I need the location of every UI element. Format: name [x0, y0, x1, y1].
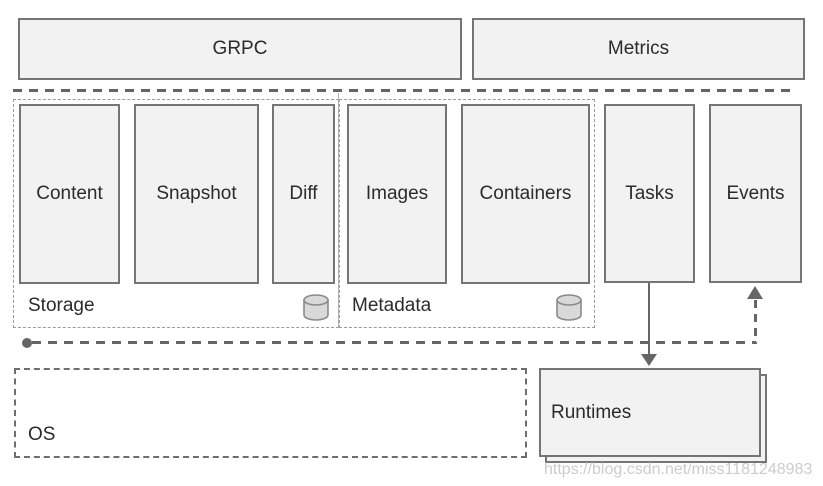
metrics-box: Metrics	[472, 18, 805, 80]
metadata-group-label: Metadata	[352, 295, 432, 316]
storage-metadata-divider-line	[338, 93, 339, 328]
os-label: OS	[28, 424, 56, 445]
api-boundary-dashed-line	[13, 89, 795, 92]
images-label: Images	[365, 183, 429, 204]
diff-label: Diff	[289, 183, 318, 204]
metadata-database-icon	[556, 294, 582, 321]
tasks-to-runtimes-line	[648, 283, 650, 356]
events-label: Events	[726, 182, 785, 204]
containers-box: Containers	[461, 104, 590, 284]
events-box: Events	[709, 104, 802, 283]
metrics-label: Metrics	[607, 38, 670, 59]
grpc-label: GRPC	[212, 38, 268, 59]
watermark-text: https://blog.csdn.net/miss1181248983	[544, 461, 813, 478]
containers-label: Containers	[479, 183, 572, 204]
arrow-up-icon	[747, 286, 763, 299]
events-connector-vertical-dashed-line	[754, 300, 757, 344]
diff-box: Diff	[272, 104, 335, 284]
runtimes-box: Runtimes	[539, 368, 761, 457]
metadata-group	[339, 99, 595, 328]
storage-group-label: Storage	[28, 295, 95, 316]
images-box: Images	[347, 104, 447, 284]
tasks-box: Tasks	[604, 104, 695, 283]
tasks-label: Tasks	[625, 182, 674, 204]
grpc-box: GRPC	[18, 18, 462, 80]
os-box	[14, 368, 527, 458]
runtimes-label: Runtimes	[551, 401, 632, 423]
arrow-down-icon	[641, 354, 657, 366]
storage-database-icon	[303, 294, 329, 321]
snapshot-box: Snapshot	[134, 104, 259, 284]
events-connector-horizontal-dashed-line	[32, 341, 756, 344]
snapshot-label: Snapshot	[156, 183, 237, 204]
content-label: Content	[36, 183, 103, 204]
connector-origin-dot	[22, 338, 32, 348]
content-box: Content	[19, 104, 120, 284]
